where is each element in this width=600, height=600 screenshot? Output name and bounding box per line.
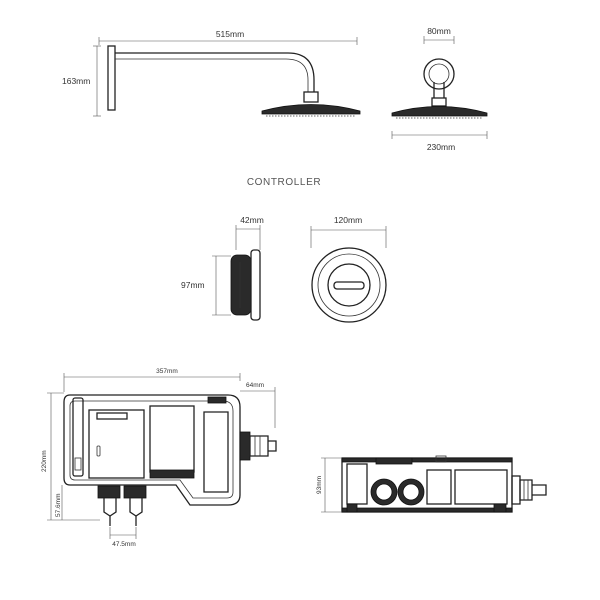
controller-diameter-label: 120mm: [334, 215, 362, 225]
front-joint: [431, 97, 447, 107]
arm-drop-label: 163mm: [62, 76, 90, 86]
front-arm: [433, 82, 445, 98]
controller-bezel: [317, 253, 381, 317]
side-top-tab: [435, 455, 447, 463]
side-fitting-tip: [532, 484, 547, 496]
controller-outer-ring: [311, 247, 387, 323]
arm-length-label: 515mm: [216, 29, 244, 39]
side-mid-panel: [426, 469, 452, 505]
mixer-unit-side-view: 93mm: [316, 455, 547, 513]
inlet-spacing-label: 47.5mm: [112, 541, 135, 548]
inlet-right-nut: [123, 485, 147, 499]
unit-inner-casing: [69, 400, 234, 499]
unit-depth-label: 64mm: [246, 382, 264, 389]
side-right-panel: [454, 469, 508, 505]
outlet-fitting-nut: [249, 435, 269, 457]
side-top-clip: [375, 457, 413, 465]
unit-left-slot: [74, 457, 82, 471]
inlet-height-label: 57.6mm: [55, 494, 62, 517]
controller-dial: [327, 263, 371, 307]
controller-dial-grip: [333, 281, 365, 290]
wall-plate-front-inner: [428, 63, 450, 85]
head-diameter-label: 230mm: [427, 142, 455, 152]
unit-mid-base: [149, 469, 195, 479]
controller-backplate-side: [250, 249, 261, 321]
side-left-panel: [346, 463, 368, 505]
unit-left-wall: [72, 397, 84, 477]
side-height-label: 93mm: [316, 476, 323, 494]
mixer-unit-front-view: 357mm 64mm 220mm 57.6mm 47.5mm: [41, 368, 277, 548]
side-inlet-left: [370, 478, 398, 506]
side-casing-top: [341, 457, 513, 463]
wall-plate-label: 80mm: [427, 26, 451, 36]
outlet-fitting-tip: [268, 440, 277, 452]
shower-head-side: [261, 104, 361, 115]
shower-arm: [115, 52, 315, 92]
inlet-left-nut: [97, 485, 121, 499]
unit-indicator: [96, 445, 101, 457]
unit-outer-casing: [63, 394, 241, 506]
controller-depth-label: 42mm: [240, 215, 264, 225]
wall-plate: [107, 45, 116, 111]
side-fitting-nut: [519, 479, 533, 501]
side-fitting-body: [511, 475, 521, 505]
unit-width-label: 357mm: [156, 368, 178, 375]
controller-front-view: 120mm: [310, 215, 387, 323]
unit-height-label: 220mm: [41, 450, 48, 472]
side-foot-left: [346, 503, 358, 513]
shower-head-front-view: 80mm 230mm: [391, 26, 488, 152]
unit-panel-right: [203, 411, 229, 493]
inlet-left-pipe: [103, 498, 117, 517]
controller-side-view: 42mm 97mm: [181, 215, 264, 321]
side-casing-bottom: [341, 507, 513, 513]
shower-head-side-view: 515mm 163mm: [62, 29, 361, 117]
wall-plate-front: [423, 58, 455, 90]
controller-body-side: [230, 254, 252, 316]
arm-joint: [303, 91, 319, 103]
unit-panel-left: [88, 409, 145, 479]
shower-head-front: [391, 106, 488, 117]
unit-label: [96, 412, 128, 420]
inlet-right-pipe: [129, 498, 143, 517]
unit-top-clip: [207, 396, 227, 404]
outlet-fitting-body: [239, 431, 251, 461]
controller-height-label: 97mm: [181, 280, 205, 290]
controller-title: CONTROLLER: [247, 177, 321, 188]
side-inlet-right: [397, 478, 425, 506]
side-foot-right: [493, 503, 507, 513]
unit-panel-mid: [149, 405, 195, 473]
shower-arm-inner: [115, 58, 309, 92]
